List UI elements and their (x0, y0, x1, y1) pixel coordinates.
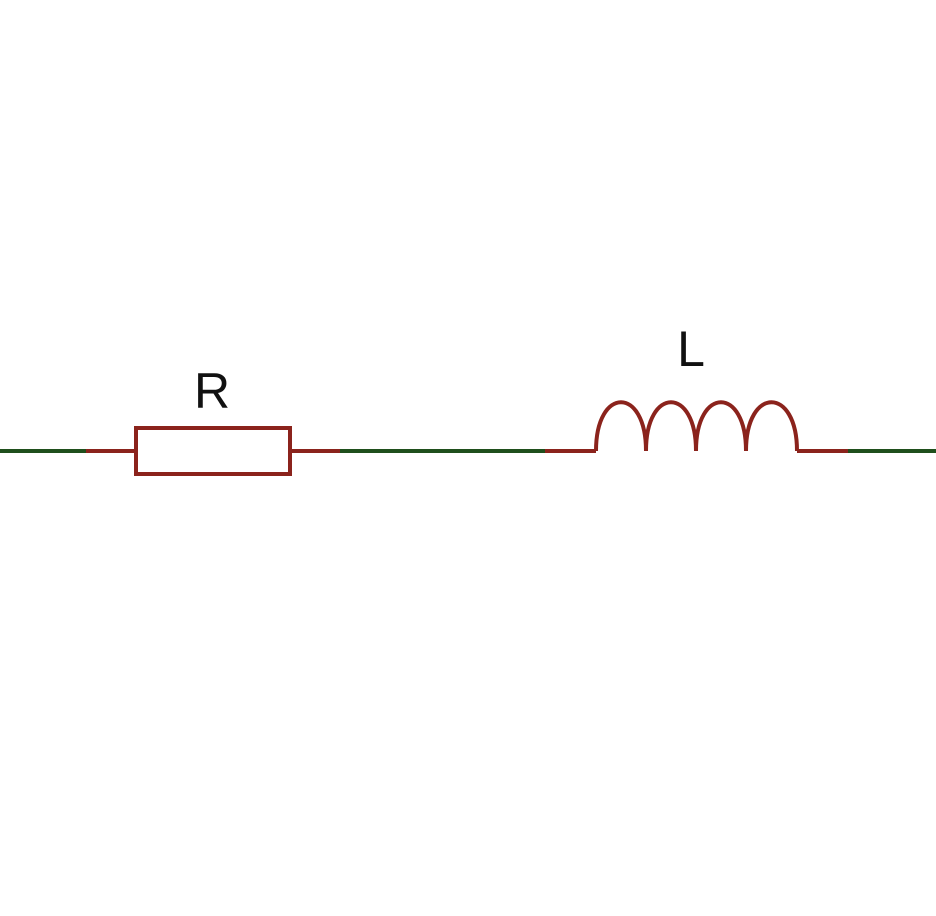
resistor: R (86, 363, 340, 476)
inductor: L (545, 321, 848, 453)
resistor-label: R (194, 363, 230, 419)
inductor-coil (594, 400, 799, 452)
inductor-label: L (677, 321, 705, 377)
resistor-body (134, 426, 292, 476)
